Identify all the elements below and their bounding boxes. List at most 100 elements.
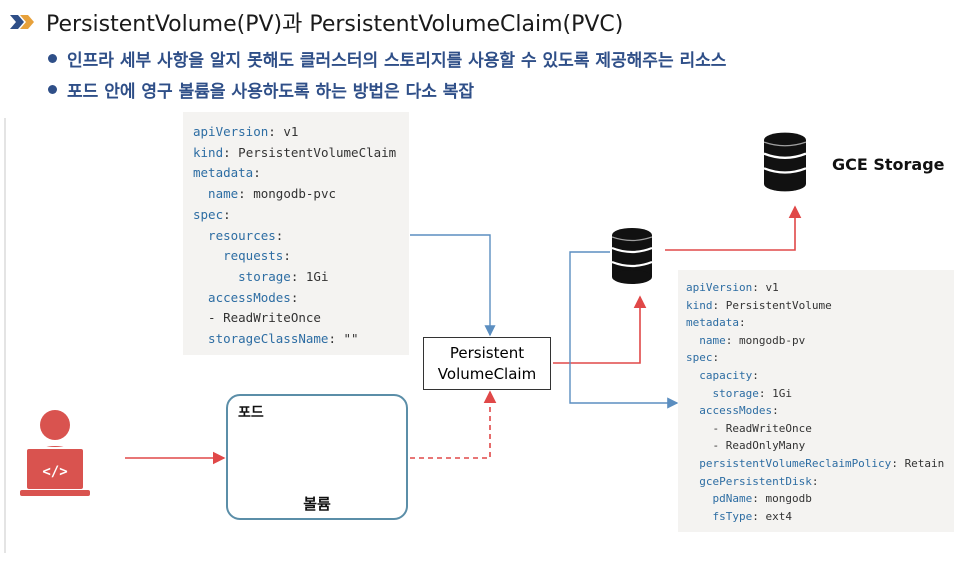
pvc-yaml-line: requests:: [193, 246, 409, 267]
pvc-box: Persistent VolumeClaim: [423, 337, 551, 390]
bullet-dot: [48, 54, 57, 63]
pv-yaml-line: spec:: [686, 349, 954, 367]
pvc-yaml-value: v1: [283, 124, 299, 139]
pvc-yaml-line: metadata:: [193, 163, 409, 184]
pv-yaml-line: kind: PersistentVolume: [686, 297, 954, 315]
pv-yaml-key: apiVersion: [686, 281, 753, 294]
pvc-yaml-sep: :: [223, 206, 231, 222]
pv-yaml-sep: :: [752, 281, 766, 294]
pvc-yaml-line: apiVersion: v1: [193, 122, 409, 143]
pv-yaml-line: apiVersion: v1: [686, 279, 954, 297]
pv-yaml-key: pdName: [686, 492, 753, 506]
pv-yaml-key: gcePersistentDisk: [686, 474, 812, 488]
pv-to-yaml-arrow: [569, 251, 679, 409]
pvc-yaml-line: kind: PersistentVolumeClaim: [193, 143, 409, 164]
pvc-box-label-line1: Persistent: [449, 344, 525, 362]
pv-yaml-sep: :: [811, 474, 819, 488]
pv-yaml-key: kind: [686, 298, 713, 312]
pvc-yaml-sep: :: [238, 186, 254, 202]
pv-yaml-value: 1Gi: [772, 386, 792, 400]
pv-yaml-key: spec: [686, 351, 713, 365]
pv-yaml-key: fsType: [686, 509, 753, 523]
pvc-yaml-sep: :: [253, 165, 261, 181]
pvc-yaml-line: resources:: [193, 226, 409, 247]
pvc-yaml-key: storage: [193, 268, 291, 284]
pv-yaml-line: name: mongodb-pv: [686, 332, 954, 350]
pvc-yaml-key: kind: [193, 144, 224, 160]
pv-yaml-key: metadata: [686, 316, 739, 330]
pv-yaml-key: storage: [686, 386, 759, 400]
pv-yaml-value: v1: [765, 281, 779, 294]
pv-yaml-sep: :: [772, 404, 779, 418]
bullet-dot: [48, 85, 57, 94]
pvc-yaml-line: name: mongodb-pvc: [193, 184, 409, 205]
pv-yaml-value: mongodb: [765, 492, 812, 506]
pv-yaml-sep: :: [758, 386, 773, 400]
title-chevron-icon: [10, 15, 34, 29]
svg-text:</>: </>: [42, 464, 67, 480]
pvc-yaml-key: resources: [193, 227, 276, 243]
pv-yaml-value: ext4: [765, 509, 792, 523]
pv-yaml-sep: :: [712, 298, 726, 312]
pv-yaml-key: accessModes: [686, 404, 773, 418]
pvc-yaml-sep: :: [223, 144, 239, 160]
pv-yaml-value: Retain: [904, 456, 945, 470]
pv-yaml-key: persistentVolumeReclaimPolicy: [686, 456, 892, 470]
pv-yaml-sep: :: [891, 456, 905, 470]
pv-yaml-line: fsType: ext4: [686, 508, 954, 526]
pv-yaml-line: gcePersistentDisk:: [686, 473, 954, 491]
pvc-yaml-key: requests: [193, 248, 284, 264]
pvc-yaml-sep: :: [275, 227, 284, 243]
pv-yaml-sep: :: [752, 492, 766, 506]
pvc-yaml-value: mongodb-pvc: [253, 186, 337, 202]
pvc-to-pv-arrow: [553, 295, 647, 364]
pvc-yaml-key: accessModes: [193, 289, 291, 305]
pvc-box-label-line2: VolumeClaim: [437, 365, 537, 383]
bullet-1: 인프라 세부 사항을 알지 못해도 클러스터의 스토리지를 사용할 수 있도록 …: [48, 46, 726, 71]
pv-yaml-line: capacity:: [686, 367, 954, 385]
pv-yaml-key: capacity: [686, 368, 753, 382]
pv-yaml-sep: :: [712, 351, 720, 365]
pvc-yaml-value: 1Gi: [305, 268, 329, 284]
pv-yaml-value: PersistentVolume: [725, 298, 832, 312]
volume-label: 볼륨: [303, 495, 331, 513]
bullet-text: 인프라 세부 사항을 알지 못해도 클러스터의 스토리지를 사용할 수 있도록 …: [67, 51, 727, 71]
gce-database-icon: [764, 131, 806, 193]
pv-yaml-line: persistentVolumeReclaimPolicy: Retain: [686, 455, 954, 473]
bullet-text: 포드 안에 영구 볼륨을 사용하도록 하는 방법은 다소 복잡: [67, 82, 475, 102]
pv-database-icon: [612, 226, 652, 286]
pvc-yaml-line: - ReadWriteOnce: [193, 308, 409, 329]
pvc-yaml-line: accessModes:: [193, 288, 409, 309]
pvc-yaml-key: apiVersion: [193, 124, 269, 139]
pvc-yaml-key: storageClassName: [193, 331, 329, 347]
pvc-yaml-sep: :: [290, 289, 299, 305]
pv-yaml-key: name: [686, 333, 726, 347]
pv-yaml-sep: :: [738, 316, 746, 330]
pvc-yaml-sep: :: [328, 331, 344, 347]
pv-yaml-line: pdName: mongodb: [686, 490, 954, 508]
bullet-2: 포드 안에 영구 볼륨을 사용하도록 하는 방법은 다소 복잡: [48, 77, 474, 102]
pvc-yaml-value: PersistentVolumeClaim: [238, 144, 397, 160]
pvc-yaml-line: storage: 1Gi: [193, 267, 409, 288]
pv-yaml-value: - ReadWriteOnce: [686, 421, 812, 435]
pvc-yaml-value: - ReadWriteOnce: [193, 310, 321, 326]
pv-yaml-line: storage: 1Gi: [686, 385, 954, 403]
pvc-yaml-sep: :: [290, 268, 306, 284]
developer-laptop-icon: </>: [20, 410, 90, 496]
pvc-yaml-to-box-arrow: [410, 234, 496, 337]
pv-yaml-sep: :: [752, 509, 766, 523]
pvc-yaml-line: spec:: [193, 205, 409, 226]
pvc-yaml-value: "": [343, 331, 359, 347]
pod-label: 포드: [238, 405, 264, 421]
pv-yaml-sep: :: [752, 368, 759, 382]
pv-yaml-line: accessModes:: [686, 402, 954, 420]
pv-yaml-line: metadata:: [686, 314, 954, 332]
pv-yaml-line: - ReadOnlyMany: [686, 437, 954, 455]
pvc-yaml-key: name: [193, 186, 239, 202]
pod-to-pvc-dashed-arrow: [410, 390, 497, 459]
pv-yaml-line: - ReadWriteOnce: [686, 420, 954, 438]
page-title: PersistentVolume(PV)과 PersistentVolumeCl…: [46, 12, 624, 37]
